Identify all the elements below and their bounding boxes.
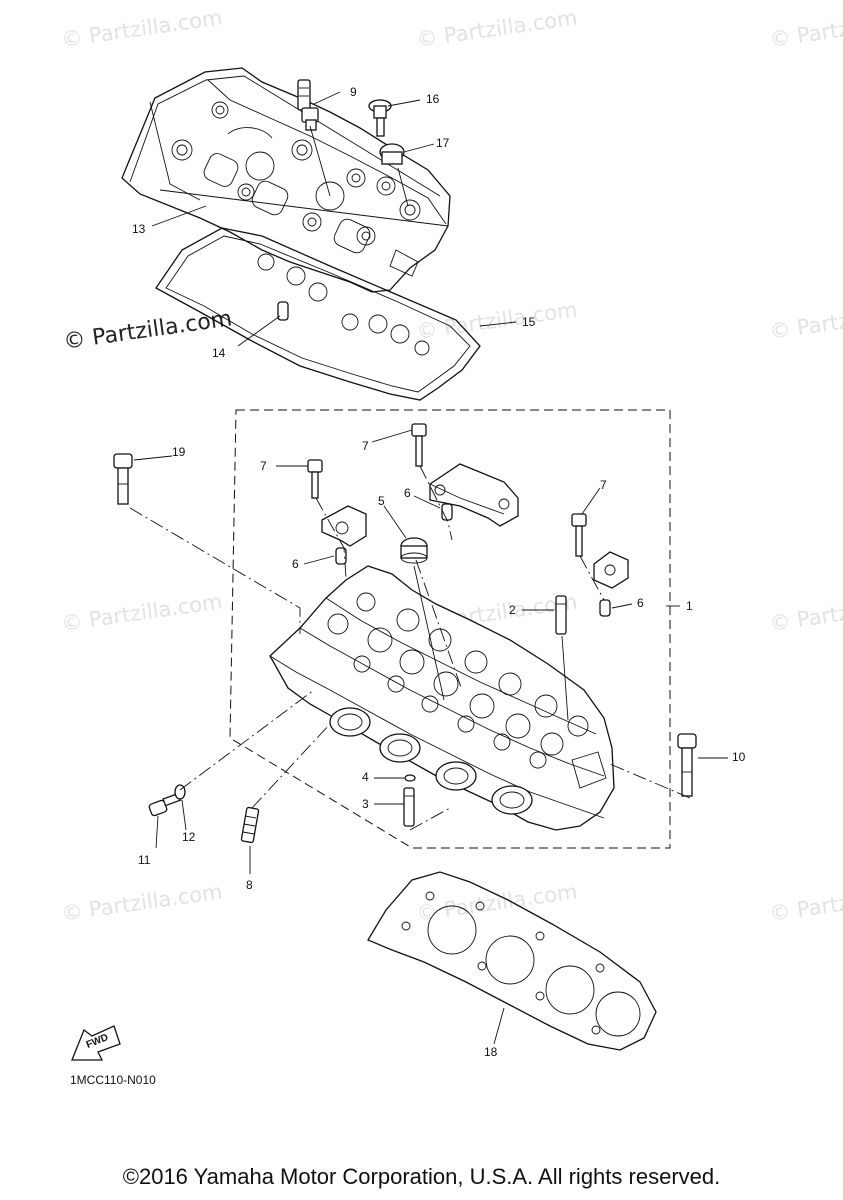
assembly-boundary xyxy=(229,409,671,849)
diagram-code: 1MCC110-N010 xyxy=(70,1073,156,1087)
callout-7: 7 xyxy=(260,459,267,473)
head-cover-gasket-part xyxy=(155,227,481,401)
grommet-17-part xyxy=(379,143,409,207)
callout-12: 12 xyxy=(182,830,196,844)
valve-guide-3-part xyxy=(403,787,415,827)
callout-19: 19 xyxy=(172,445,186,459)
valve-guide-2-part xyxy=(555,595,569,721)
callout-6: 6 xyxy=(404,486,411,500)
callout-7: 7 xyxy=(362,439,369,453)
callout-10: 10 xyxy=(732,750,746,764)
dowel-14-part xyxy=(277,301,289,321)
callout-6: 6 xyxy=(637,596,644,610)
spark-plug-part xyxy=(297,79,331,197)
callout-11: 11 xyxy=(138,853,151,867)
camshaft-cap-right-part xyxy=(593,551,629,589)
copyright-notice: ©2016 Yamaha Motor Corporation, U.S.A. A… xyxy=(122,1164,721,1189)
callout-8: 8 xyxy=(246,878,253,892)
fwd-arrow-icon xyxy=(71,1025,121,1061)
callout-17: 17 xyxy=(436,136,450,150)
callout-13: 13 xyxy=(132,222,146,236)
callout-9: 9 xyxy=(350,85,357,99)
bolt-7-part xyxy=(307,423,587,557)
camshaft-cap-center-part xyxy=(429,463,519,527)
callout-1: 1 xyxy=(686,599,693,613)
callout-18: 18 xyxy=(484,1045,498,1059)
callout-15: 15 xyxy=(522,315,536,329)
construction-lines xyxy=(129,465,691,831)
leader-lines xyxy=(133,91,728,1045)
bolt-10-part xyxy=(677,733,697,797)
callout-5: 5 xyxy=(378,494,385,508)
cylinder-head-cover-part xyxy=(121,67,451,293)
callout-16: 16 xyxy=(426,92,440,106)
callout-7: 7 xyxy=(600,478,607,492)
cylinder-head-part xyxy=(269,565,615,831)
callout-6: 6 xyxy=(292,557,299,571)
stud-bolt-8-part xyxy=(240,806,260,844)
bolt-19-part xyxy=(113,453,133,505)
callout-3: 3 xyxy=(362,797,369,811)
camshaft-cap-left-part xyxy=(321,505,367,547)
circlip-4-part xyxy=(404,774,416,782)
callout-4: 4 xyxy=(362,770,369,784)
oil-seal-5-part xyxy=(400,537,445,701)
head-gasket-part xyxy=(367,871,657,1051)
bolt-16-part xyxy=(368,99,392,137)
callout-2: 2 xyxy=(509,603,516,617)
callout-14: 14 xyxy=(212,346,226,360)
